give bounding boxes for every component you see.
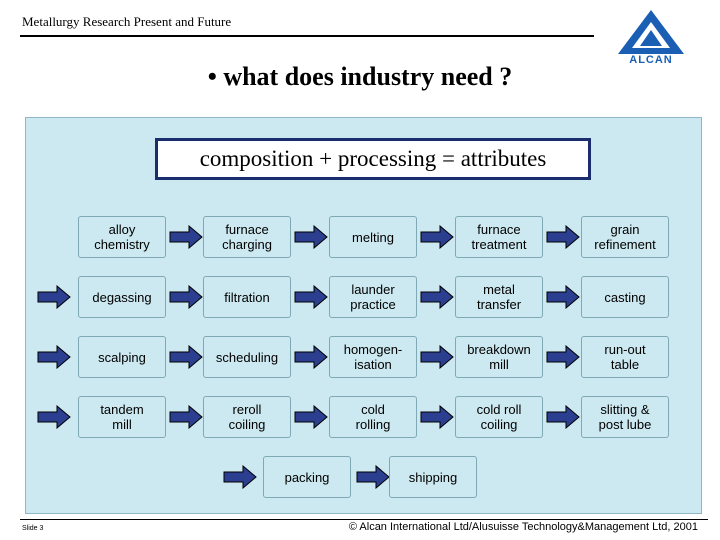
flow-arrow-icon [546, 225, 580, 249]
process-step-box: furnace treatment [455, 216, 543, 258]
flow-arrow-icon [37, 285, 71, 309]
process-step-box: casting [581, 276, 669, 318]
copyright-notice: © Alcan International Ltd/Alusuisse Tech… [348, 521, 698, 533]
flow-arrow-icon [169, 345, 203, 369]
process-step-box: degassing [78, 276, 166, 318]
flow-arrow-icon [169, 285, 203, 309]
process-step-box: grain refinement [581, 216, 669, 258]
flow-arrow-icon [356, 465, 390, 489]
process-step-box: packing [263, 456, 351, 498]
process-step-box: launder practice [329, 276, 417, 318]
footer-divider [20, 519, 708, 520]
slide-headline: • what does industry need ? [207, 62, 513, 91]
process-step-box: metal transfer [455, 276, 543, 318]
flow-arrow-icon [37, 345, 71, 369]
header-divider [20, 35, 594, 37]
formula-box: composition + processing = attributes [155, 138, 591, 180]
process-step-box: shipping [389, 456, 477, 498]
flow-arrow-icon [223, 465, 257, 489]
process-step-box: slitting & post lube [581, 396, 669, 438]
logo-text: ALCAN [629, 54, 673, 66]
process-step-box: cold roll coiling [455, 396, 543, 438]
process-step-box: reroll coiling [203, 396, 291, 438]
flow-arrow-icon [420, 405, 454, 429]
process-step-box: melting [329, 216, 417, 258]
flow-arrow-icon [294, 345, 328, 369]
alcan-logo-icon [618, 10, 684, 54]
flow-arrow-icon [420, 345, 454, 369]
process-step-box: scalping [78, 336, 166, 378]
flow-arrow-icon [420, 285, 454, 309]
process-step-box: tandem mill [78, 396, 166, 438]
flow-arrow-icon [546, 405, 580, 429]
alcan-logo: ALCAN [610, 8, 692, 70]
process-step-box: furnace charging [203, 216, 291, 258]
process-step-box: breakdown mill [455, 336, 543, 378]
header-title: Metallurgy Research Present and Future [22, 14, 232, 29]
flow-arrow-icon [37, 405, 71, 429]
flow-arrow-icon [546, 345, 580, 369]
process-step-box: filtration [203, 276, 291, 318]
flow-arrow-icon [169, 405, 203, 429]
flow-arrow-icon [546, 285, 580, 309]
process-step-box: cold rolling [329, 396, 417, 438]
process-step-box: alloy chemistry [78, 216, 166, 258]
flow-arrow-icon [294, 405, 328, 429]
process-step-box: scheduling [203, 336, 291, 378]
process-step-box: run-out table [581, 336, 669, 378]
flow-arrow-icon [294, 285, 328, 309]
flow-arrow-icon [169, 225, 203, 249]
flow-arrow-icon [420, 225, 454, 249]
process-step-box: homogen- isation [329, 336, 417, 378]
slide-number: Slide 3 [22, 525, 44, 532]
flow-arrow-icon [294, 225, 328, 249]
